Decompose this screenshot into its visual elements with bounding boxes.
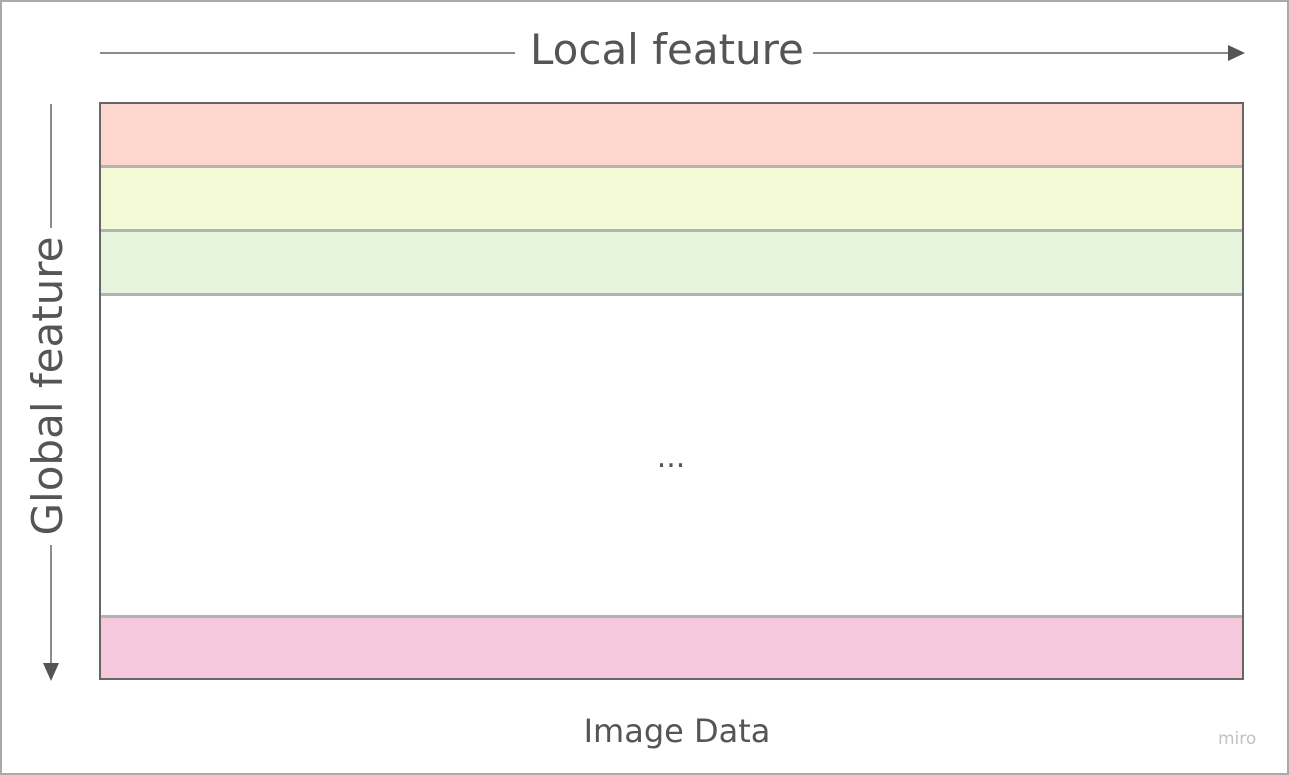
local-feature-arrowhead bbox=[1228, 45, 1245, 61]
ellipsis-text: ... bbox=[656, 440, 686, 475]
local-feature-label: Local feature bbox=[522, 22, 812, 78]
global-feature-arrowhead bbox=[43, 663, 59, 681]
miro-watermark: miro bbox=[1218, 729, 1257, 749]
image-data-matrix bbox=[99, 102, 1244, 680]
feature-row-band bbox=[101, 618, 1242, 678]
feature-row-band bbox=[101, 168, 1242, 229]
feature-row-band bbox=[101, 232, 1242, 293]
image-data-caption: Image Data bbox=[583, 712, 771, 750]
feature-row-band bbox=[101, 104, 1242, 165]
feature-rows bbox=[100, 104, 1243, 678]
global-feature-label: Global feature bbox=[20, 228, 76, 544]
ellipsis-gap bbox=[101, 296, 1242, 615]
